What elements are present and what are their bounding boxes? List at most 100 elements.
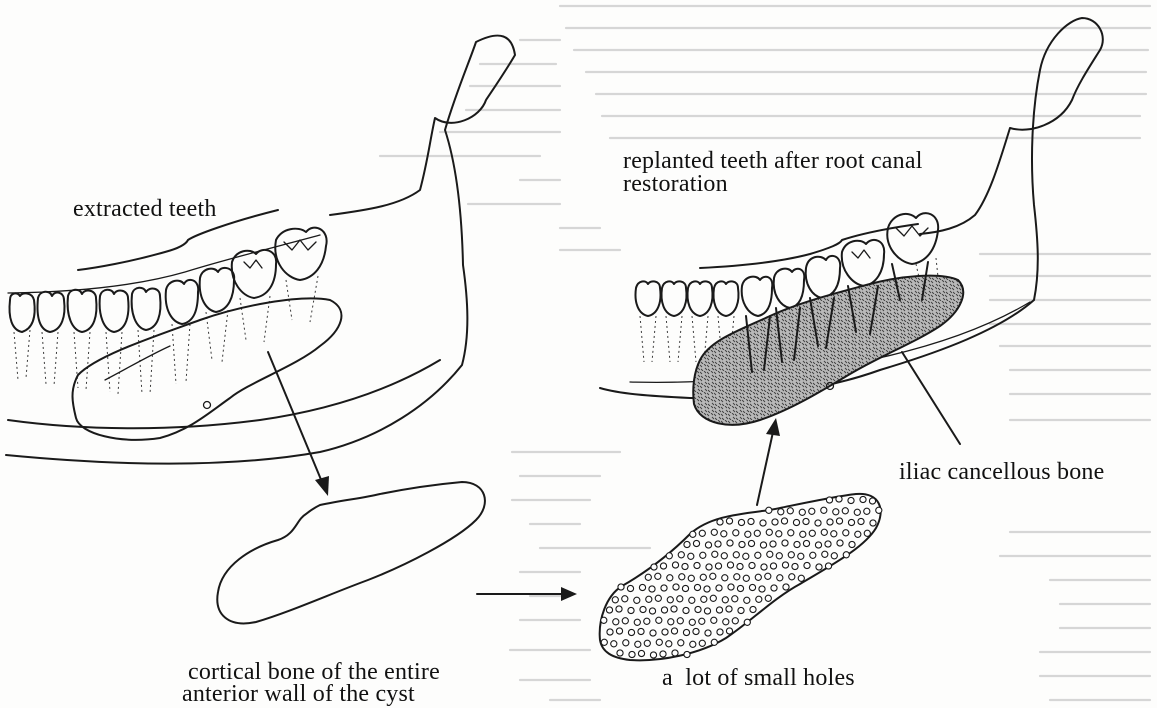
small-hole	[638, 650, 644, 656]
small-hole	[765, 595, 771, 601]
small-hole	[766, 529, 772, 535]
small-hole	[646, 596, 652, 602]
small-hole	[628, 607, 634, 613]
small-hole	[638, 628, 644, 634]
left-mandible	[6, 36, 515, 464]
small-hole	[793, 519, 799, 525]
small-hole	[684, 541, 690, 547]
small-hole	[858, 518, 864, 524]
small-hole	[733, 530, 739, 536]
small-hole	[628, 629, 634, 635]
small-hole	[750, 606, 756, 612]
small-hole	[639, 584, 645, 590]
small-hole	[869, 498, 875, 504]
small-hole	[710, 595, 716, 601]
small-hole	[693, 540, 699, 546]
cortical-bone-fragment	[217, 482, 485, 623]
small-hole	[667, 575, 673, 581]
small-hole	[677, 618, 683, 624]
small-hole	[836, 496, 842, 502]
small-hole	[860, 496, 866, 502]
small-hole	[842, 508, 848, 514]
small-hole	[671, 606, 677, 612]
small-hole	[677, 596, 683, 602]
small-hole	[623, 640, 629, 646]
small-hole	[656, 617, 662, 623]
small-hole	[833, 509, 839, 515]
small-hole	[776, 531, 782, 537]
small-hole	[766, 507, 772, 513]
small-hole	[661, 607, 667, 613]
small-hole	[728, 584, 734, 590]
small-hole	[843, 530, 849, 536]
iliac-leader-line	[902, 352, 960, 444]
small-hole	[759, 586, 765, 592]
small-hole	[767, 551, 773, 557]
small-hole	[722, 575, 728, 581]
small-hole	[787, 508, 793, 514]
label-iliac-cancellous-bone: iliac cancellous bone	[899, 462, 1104, 483]
small-hole	[864, 530, 870, 536]
small-hole	[689, 619, 695, 625]
small-hole	[726, 606, 732, 612]
small-hole	[666, 553, 672, 559]
small-hole	[788, 530, 794, 536]
small-hole	[734, 574, 740, 580]
left-cyst-inner	[105, 346, 170, 380]
small-hole	[705, 630, 711, 636]
small-hole	[836, 518, 842, 524]
small-hole	[634, 597, 640, 603]
small-hole	[843, 552, 849, 558]
small-hole	[699, 640, 705, 646]
small-hole	[799, 509, 805, 515]
small-hole	[671, 628, 677, 634]
small-hole	[616, 606, 622, 612]
small-hole	[737, 563, 743, 569]
small-hole	[705, 542, 711, 548]
small-hole	[827, 519, 833, 525]
small-holes	[601, 496, 882, 658]
small-hole	[711, 617, 717, 623]
small-hole	[690, 531, 696, 537]
small-hole	[749, 562, 755, 568]
small-hole	[776, 553, 782, 559]
small-hole	[749, 584, 755, 590]
small-hole	[716, 607, 722, 613]
small-hole	[673, 584, 679, 590]
left-down-arrow	[268, 352, 329, 496]
small-hole	[679, 574, 685, 580]
small-hole	[831, 553, 837, 559]
small-hole	[743, 553, 749, 559]
small-hole	[848, 519, 854, 525]
small-hole	[739, 541, 745, 547]
small-hole	[682, 563, 688, 569]
small-hole	[788, 552, 794, 558]
small-hole	[689, 597, 695, 603]
small-hole	[821, 507, 827, 513]
small-hole	[672, 650, 678, 656]
small-hole	[855, 531, 861, 537]
small-hole	[783, 584, 789, 590]
small-hole	[715, 541, 721, 547]
small-hole	[738, 519, 744, 525]
small-hole	[876, 507, 882, 513]
small-hole	[655, 573, 661, 579]
small-hole	[649, 608, 655, 614]
perforated-bone-piece	[600, 494, 882, 660]
small-hole	[748, 540, 754, 546]
small-hole	[755, 574, 761, 580]
small-hole	[717, 629, 723, 635]
label-small-holes: a lot of small holes	[662, 668, 855, 689]
small-hole	[688, 575, 694, 581]
small-hole	[810, 552, 816, 558]
small-hole	[765, 573, 771, 579]
small-hole	[660, 563, 666, 569]
small-hole	[704, 608, 710, 614]
small-hole	[644, 640, 650, 646]
small-hole	[744, 619, 750, 625]
small-hole	[756, 596, 762, 602]
small-hole	[612, 597, 618, 603]
small-hole	[826, 497, 832, 503]
small-hole	[798, 575, 804, 581]
small-hole	[618, 584, 624, 590]
